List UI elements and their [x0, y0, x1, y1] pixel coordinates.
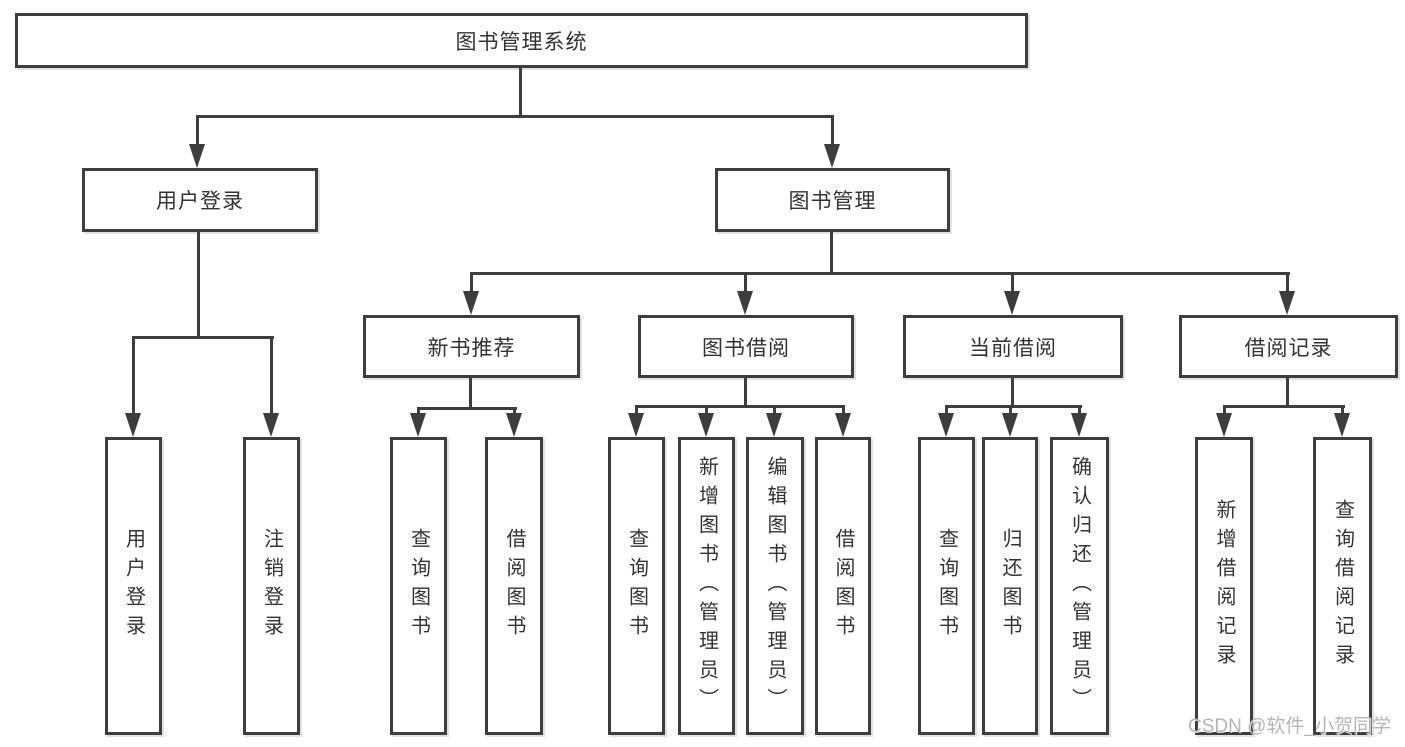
node-user-login-label: 用户登录 [156, 190, 244, 213]
node-current-borrow-label: 当前借阅 [969, 336, 1057, 360]
edge-book-borrow-stem [744, 378, 747, 408]
leaf-confirm-return-admin-label: 确认归还（管理员） [1068, 455, 1091, 717]
arrowhead-user-login [189, 144, 205, 168]
leaf-borrow-book-2: 借阅图书 [815, 437, 871, 735]
leaf-user-login-label: 用户登录 [122, 528, 145, 644]
arrowhead-current-borrow [1004, 291, 1020, 315]
edge-bb-borrow-drop [842, 405, 845, 415]
leaf-logout: 注销登录 [243, 437, 300, 735]
leaf-return-book: 归还图书 [982, 437, 1038, 735]
edge-borrow-records-rail [1223, 405, 1345, 408]
arrowhead-nb-query [410, 413, 426, 437]
leaf-query-borrow-record: 查询借阅记录 [1313, 437, 1372, 735]
node-book-management-label: 图书管理 [788, 190, 877, 213]
edge-borrow-record-drop [1286, 272, 1289, 293]
edge-br-add-drop [1223, 405, 1226, 415]
edge-current-borrow-stem [1011, 378, 1014, 408]
leaf-add-borrow-record-label: 新增借阅记录 [1213, 499, 1235, 673]
arrowhead-book-borrow [737, 291, 753, 315]
edge-book-mgmt-stem [830, 232, 833, 275]
edge-leaf-logout-drop [270, 336, 273, 415]
csdn-watermark: CSDN @软件_小贺同学 [1188, 716, 1391, 737]
arrowhead-new-book [463, 291, 479, 315]
node-borrow-records: 借阅记录 [1179, 315, 1398, 378]
arrowhead-bb-edit [766, 413, 782, 437]
leaf-borrow-book-1-label: 借阅图书 [503, 528, 525, 644]
leaf-query-borrow-record-label: 查询借阅记录 [1331, 499, 1354, 673]
leaf-return-book-label: 归还图书 [999, 528, 1021, 644]
leaf-query-book-2-label: 查询图书 [625, 528, 648, 644]
leaf-query-book-1-label: 查询图书 [407, 528, 430, 644]
edge-cb-return-drop [1009, 405, 1012, 415]
arrowhead-nb-borrow [506, 413, 522, 437]
edge-leaf-login-drop [132, 336, 135, 415]
arrowhead-bb-query [628, 413, 644, 437]
arrowhead-leaf-login [125, 413, 141, 437]
edge-nb-borrow-drop [513, 407, 516, 415]
leaf-user-login: 用户登录 [105, 437, 162, 735]
leaf-borrow-book-2-label: 借阅图书 [832, 528, 854, 644]
leaf-confirm-return-admin: 确认归还（管理员） [1050, 437, 1109, 735]
node-book-borrow: 图书借阅 [638, 315, 854, 378]
node-user-login: 用户登录 [82, 168, 318, 232]
node-library-system: 图书管理系统 [15, 13, 1028, 68]
edge-bb-query-drop [635, 405, 638, 415]
arrowhead-cb-query [938, 413, 954, 437]
leaf-add-book-admin-label: 新增图书（管理员） [695, 455, 718, 717]
edge-nb-query-drop [417, 407, 420, 415]
edge-book-borrow-drop [744, 272, 747, 293]
edge-root-stem [519, 68, 522, 118]
edge-bb-edit-drop [773, 405, 776, 415]
edge-user-login-rail [132, 336, 274, 339]
node-new-book-recommend: 新书推荐 [363, 315, 580, 378]
edge-book-mgmt-drop [831, 115, 834, 146]
leaf-edit-book-admin: 编辑图书（管理员） [746, 437, 804, 735]
arrowhead-borrow-record [1279, 291, 1295, 315]
arrowhead-cb-confirm [1071, 413, 1087, 437]
arrowhead-bb-borrow [835, 413, 851, 437]
edge-current-borrow-drop [1011, 272, 1014, 293]
edge-user-login-drop [196, 115, 199, 146]
arrowhead-br-query [1334, 413, 1350, 437]
edge-bb-add-drop [705, 405, 708, 415]
edge-new-book-stem [469, 378, 472, 410]
edge-new-book-drop [470, 272, 473, 293]
node-borrow-records-label: 借阅记录 [1244, 336, 1333, 360]
arrowhead-bb-add [698, 413, 714, 437]
leaf-borrow-book-1: 借阅图书 [485, 437, 543, 735]
edge-book-borrow-rail [635, 405, 845, 408]
edge-new-book-rail [417, 407, 517, 410]
leaf-add-book-admin: 新增图书（管理员） [678, 437, 735, 735]
node-current-borrow: 当前借阅 [903, 315, 1123, 378]
leaf-edit-book-admin-label: 编辑图书（管理员） [764, 455, 786, 717]
edge-br-query-drop [1341, 405, 1344, 415]
edge-cb-query-drop [945, 405, 948, 415]
edge-book-mgmt-rail [470, 272, 1290, 275]
node-book-management: 图书管理 [715, 168, 950, 232]
leaf-query-book-3-label: 查询图书 [935, 528, 958, 644]
arrowhead-cb-return [1002, 413, 1018, 437]
leaf-add-borrow-record: 新增借阅记录 [1195, 437, 1253, 735]
node-new-book-recommend-label: 新书推荐 [427, 336, 516, 360]
edge-root-rail [196, 115, 834, 118]
edge-current-borrow-rail [945, 405, 1082, 408]
edge-user-login-stem [197, 232, 200, 339]
leaf-query-book-3: 查询图书 [918, 437, 975, 735]
arrowhead-leaf-logout [263, 413, 279, 437]
leaf-query-book-1: 查询图书 [390, 437, 447, 735]
arrowhead-br-add [1216, 413, 1232, 437]
edge-borrow-records-stem [1286, 378, 1289, 408]
node-library-system-label: 图书管理系统 [455, 30, 588, 54]
node-book-borrow-label: 图书借阅 [702, 336, 790, 360]
leaf-query-book-2: 查询图书 [608, 437, 665, 735]
edge-cb-confirm-drop [1078, 405, 1081, 415]
arrowhead-book-mgmt [824, 144, 840, 168]
leaf-logout-label: 注销登录 [260, 528, 283, 644]
